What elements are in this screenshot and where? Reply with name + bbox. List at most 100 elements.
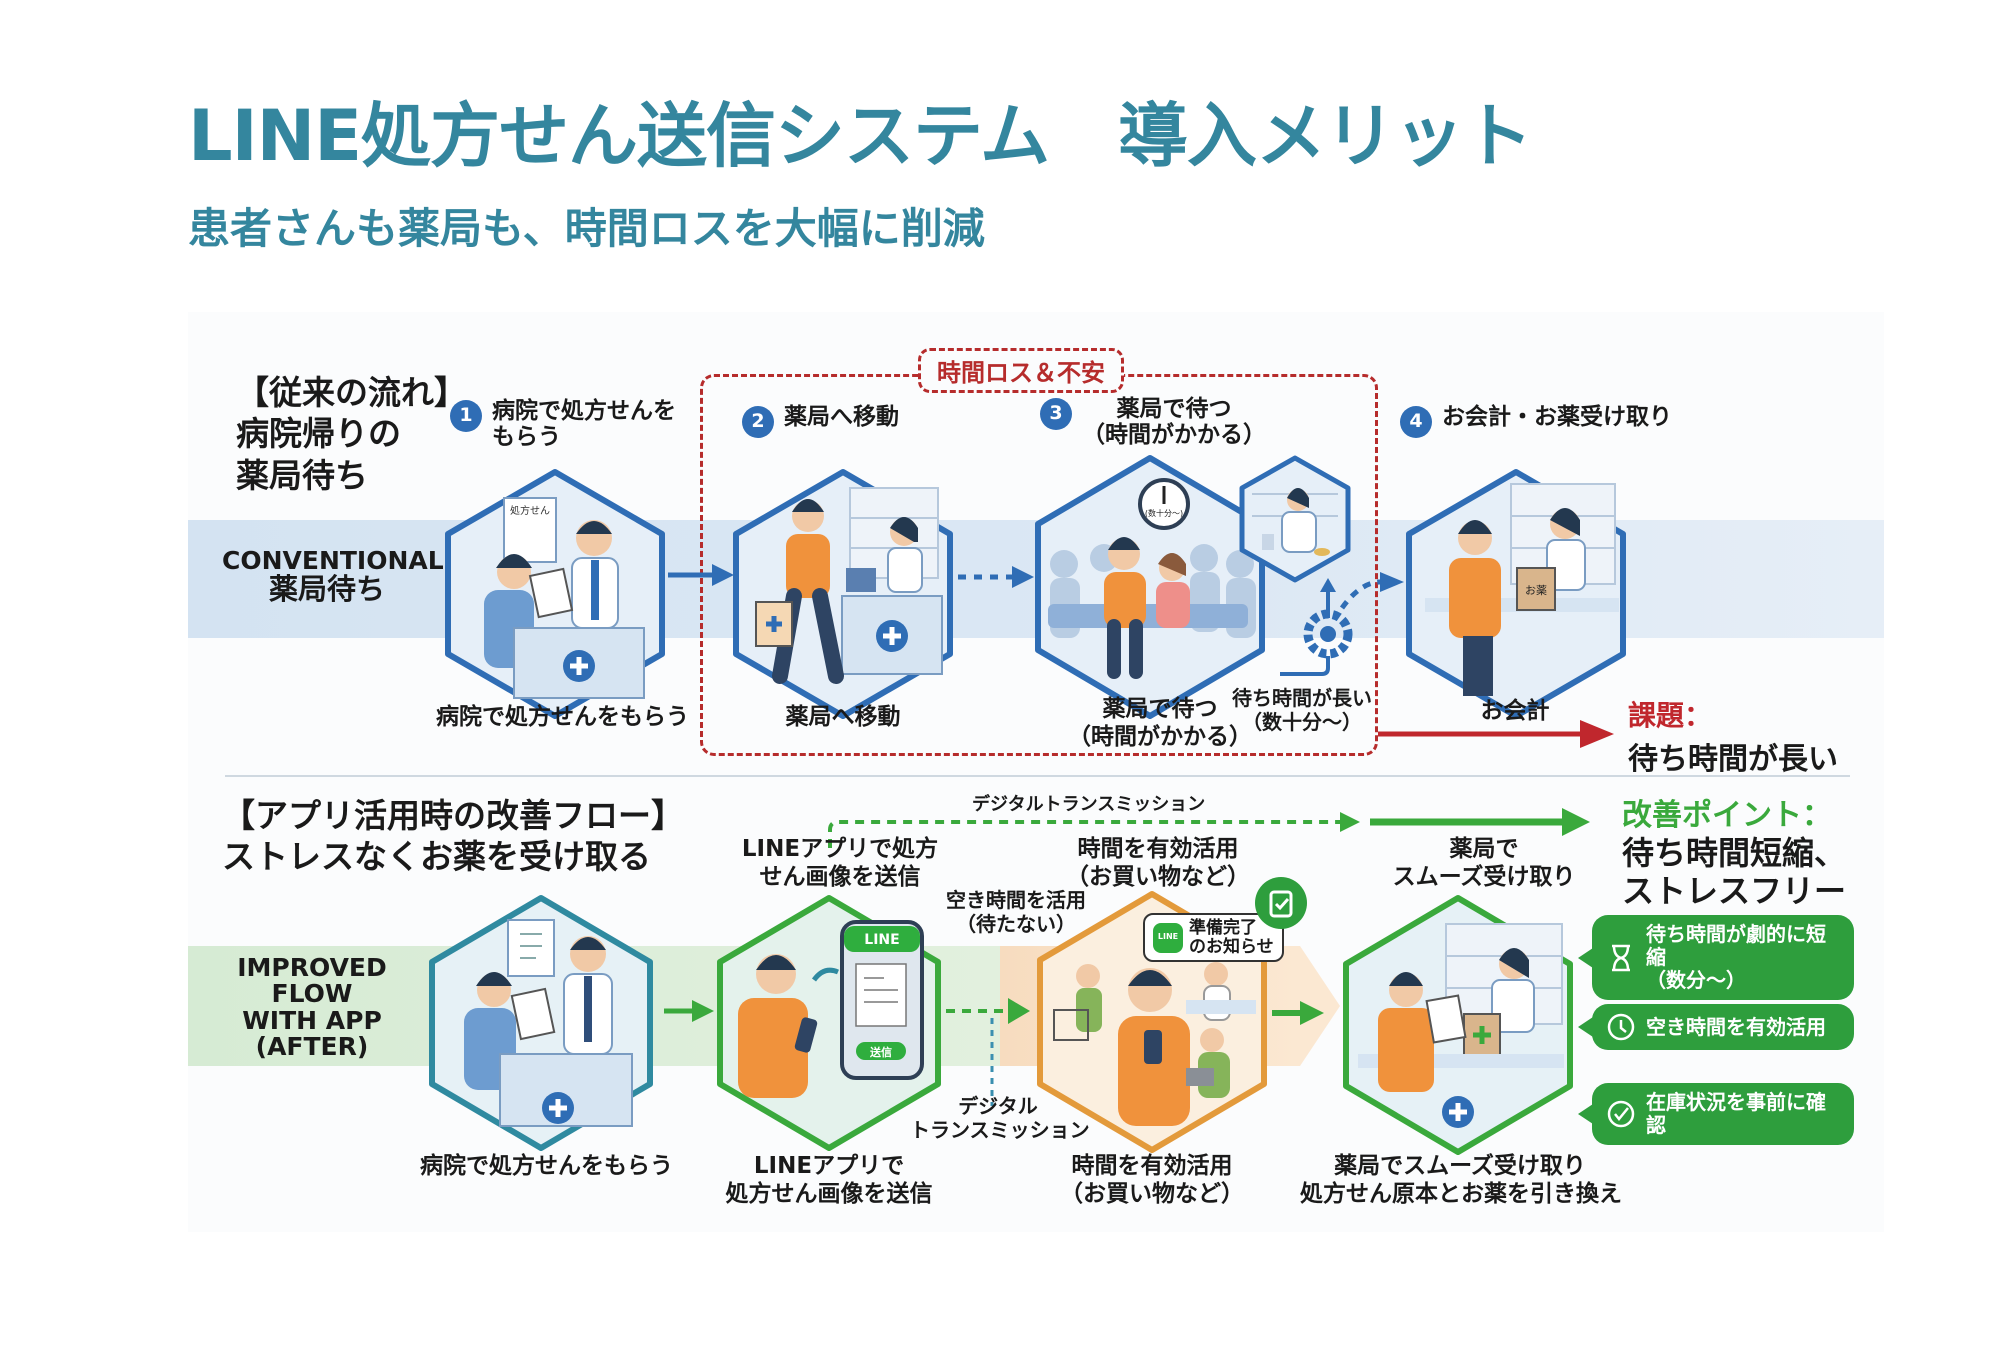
section-divider [225,775,1850,777]
band-label-line: IMPROVED [237,953,387,982]
improved-step-2-title: LINEアプリで処方 せん画像を送信 [730,836,950,891]
benefit-free-time: 空き時間を有効活用 [1592,1004,1854,1050]
caption-line: LINEアプリで [753,1153,905,1179]
improvement-line: ストレスフリー [1622,872,1847,911]
step-title-line: もらう [492,424,561,451]
improvement-label: 改善ポイント： [1622,798,1832,833]
conventional-heading-line: 薬局待ち [236,455,368,495]
band-label-jp: 薬局待ち [268,572,385,607]
clock-face-text: (数十分〜) [1145,508,1183,518]
ready-notification-bubble: LINE 準備完了のお知らせ [1143,913,1284,963]
label-line: トランスミッション [910,1118,1090,1142]
conventional-step-3-title: 3 薬局で待つ（時間がかかる） [1040,396,1266,449]
step-number-badge: 2 [742,406,774,438]
conventional-step-1-title: 1 病院で処方せんをもらう [450,398,676,451]
phone-line-header: LINE [864,932,899,948]
phone-send-button: 送信 [869,1045,892,1059]
caption-line: 時間を有効活用 [1071,1153,1233,1179]
step-number-badge: 1 [450,400,482,432]
improvement-callout: 改善ポイント： 待ち時間短縮、 ストレスフリー [1622,790,1846,911]
gear-process-connector [1280,572,1404,676]
improved-caption-3: 時間を有効活用 （お買い物など） [1052,1153,1252,1208]
improved-heading: 【アプリ活用時の改善フロー】 ストレスなくお薬を受け取る [222,795,684,878]
page-title: LINE処方せん送信システム 導入メリット [188,95,1533,177]
benefit-line: 在庫状況を事前に確認 [1646,1090,1826,1137]
band-label-line: (AFTER) [255,1031,369,1061]
conventional-step-4-title: 4 お会計・お薬受け取り [1400,404,1672,438]
arrow-improved-1-to-2 [664,1000,714,1022]
improvement-line: 待ち時間短縮、 [1622,834,1847,872]
hex-waiting-room: (数十分〜) [1034,454,1266,720]
improved-caption-4: 薬局でスムーズ受け取り 処方せん原本とお薬を引き換え [1300,1153,1622,1208]
benefit-line: 待ち時間が劇的に短縮 [1646,922,1826,969]
band-label-line: FLOW [271,979,353,1009]
wait-note-line: 待ち時間が長い [1232,686,1372,710]
arrow-step2-to-step3 [958,566,1034,588]
arrow-improved-3-to-4 [1272,1001,1324,1025]
hex-line-send: LINE 送信 [716,894,942,1152]
hex-pharmacist-preparing [1238,454,1352,584]
hex-checkout: お薬 [1405,468,1627,720]
caption-line: 薬局でスムーズ受け取り [1334,1153,1586,1179]
step-title-line: 薬局へ移動 [784,404,899,430]
improved-caption-1: 病院で処方せんをもらう [420,1153,673,1179]
conventional-caption-1: 病院で処方せんをもらう [436,704,689,730]
wait-note-line: （数十分〜） [1242,710,1362,734]
conventional-caption-3: 薬局で待つ （時間がかかる） [1060,696,1260,751]
digital-transmission-arrow [828,808,1590,848]
step-title-line: （時間がかかる） [1082,422,1266,449]
benefit-stock-check: 在庫状況を事前に確認 [1592,1083,1854,1145]
digital-transmission-label: デジタルトランスミッション [972,794,1206,815]
line-app-icon: LINE [1153,922,1183,953]
check-circle-icon [1607,1100,1635,1128]
benefit-wait-time: 待ち時間が劇的に短縮（数分〜） [1592,915,1854,1000]
improved-band-label: IMPROVED FLOW WITH APP (AFTER) [222,953,402,1061]
benefit-line: 空き時間を有効活用 [1646,1014,1826,1039]
clipboard-check-icon [1255,877,1307,929]
title-line: 薬局で [1449,836,1519,862]
note-line: 空き時間を活用 [946,888,1086,912]
step-number-badge: 3 [1040,398,1072,430]
hex-hospital-prescription-improved [428,894,654,1152]
title-line: スムーズ受け取り [1392,863,1576,890]
label-line: デジタル [958,1094,1038,1118]
title-line: （お買い物など） [1066,863,1250,890]
caption-line: 処方せん画像を送信 [725,1180,933,1207]
conventional-band-label: CONVENTIONAL 薬局待ち [222,547,444,607]
gear-icon [1303,609,1353,659]
conventional-step-2-title: 2 薬局へ移動 [742,404,899,438]
caption-line: （お買い物など） [1060,1180,1244,1207]
step-number-badge: 4 [1400,406,1432,438]
benefit-line: （数分〜） [1646,968,1746,992]
title-line: せん画像を送信 [759,863,921,890]
hex-hospital-prescription: 処方せん [444,468,666,720]
free-time-note: 空き時間を活用 （待たない） [946,888,1086,936]
wait-time-note: 待ち時間が長い （数十分〜） [1232,686,1372,734]
issue-callout: 課題： 待ち時間が長い [1628,694,1838,778]
improved-heading-line: ストレスなくお薬を受け取る [222,837,651,877]
hex-move-to-pharmacy [732,468,954,720]
caption-line: （時間がかかる） [1068,723,1252,750]
conventional-caption-4: お会計 [1480,698,1550,724]
band-label-line: WITH APP [242,1005,382,1035]
step-title-line: 薬局で待つ [1116,396,1232,422]
prescription-sheet-label: 処方せん [510,504,550,517]
step-title-line: 病院で処方せんを [492,398,676,424]
clock-icon [1607,1013,1635,1041]
bubble-line: 準備完了 [1189,918,1257,938]
hourglass-icon [1612,944,1630,971]
conventional-caption-2: 薬局へ移動 [785,704,901,730]
issue-arrow [1378,720,1614,748]
conventional-heading: 【従来の流れ】 病院帰りの 薬局待ち [236,372,467,496]
arrow-improved-2-to-3 [946,998,1030,1106]
improved-step-4-title: 薬局で スムーズ受け取り [1384,836,1584,891]
improved-step-3-title: 時間を有効活用 （お買い物など） [1058,836,1258,891]
step-title-line: お会計・お薬受け取り [1442,404,1672,430]
hex-smooth-pickup [1342,894,1574,1156]
title-line: LINEアプリで処方 [741,836,939,862]
time-loss-tag: 時間ロス＆不安 [918,348,1124,393]
improved-caption-2: LINEアプリで 処方せん画像を送信 [716,1153,942,1208]
note-line: （待たない） [956,912,1076,936]
conventional-heading-line: 【従来の流れ】 [236,373,467,412]
bubble-line: のお知らせ [1189,936,1274,957]
